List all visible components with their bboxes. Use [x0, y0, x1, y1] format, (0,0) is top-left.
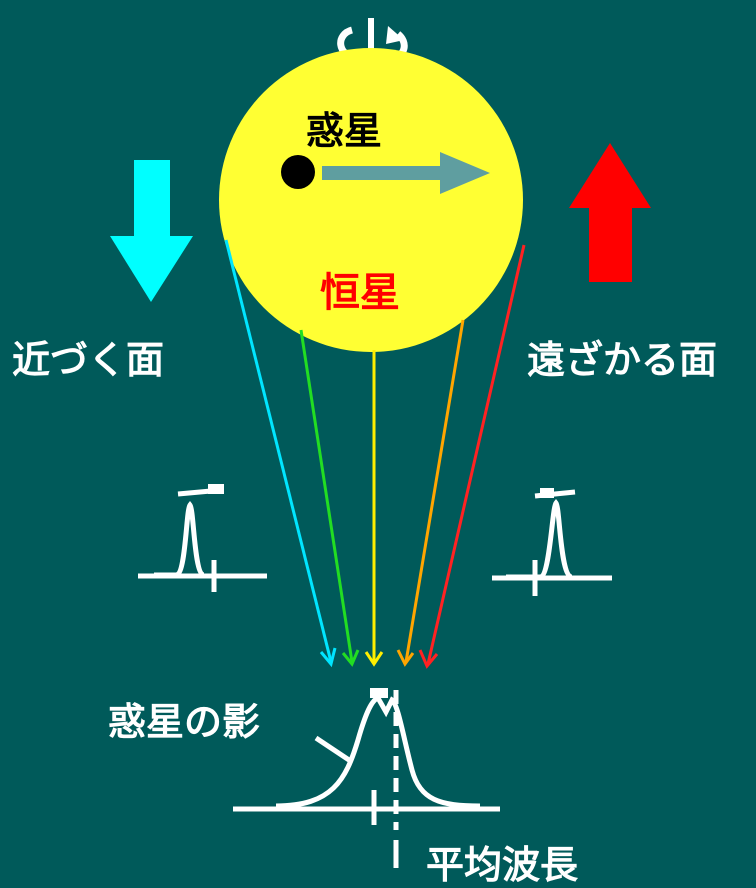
up-arrow-icon — [569, 143, 651, 282]
light-rays — [224, 239, 526, 669]
planet-label: 惑星 — [306, 109, 382, 153]
receding-side-label: 遠ざかる面 — [527, 338, 717, 382]
approaching-spectral-line-icon — [138, 484, 267, 592]
light-ray-orange — [404, 319, 465, 663]
light-ray-red — [426, 244, 526, 665]
planet-shadow-label: 惑星の影 — [108, 700, 260, 744]
light-ray-cyan — [224, 239, 333, 663]
approaching-side-label: 近づく面 — [12, 338, 164, 382]
mean-wavelength-label: 平均波長 — [426, 843, 579, 887]
observed-line-profile — [233, 688, 500, 825]
planet-motion-arrow-icon — [322, 152, 490, 194]
star-disk — [219, 48, 523, 352]
down-arrow-icon — [110, 160, 193, 302]
star-label: 恒星 — [320, 270, 400, 316]
planet-dot — [281, 155, 315, 189]
receding-spectral-line-icon — [492, 488, 612, 596]
light-ray-green — [299, 329, 354, 663]
